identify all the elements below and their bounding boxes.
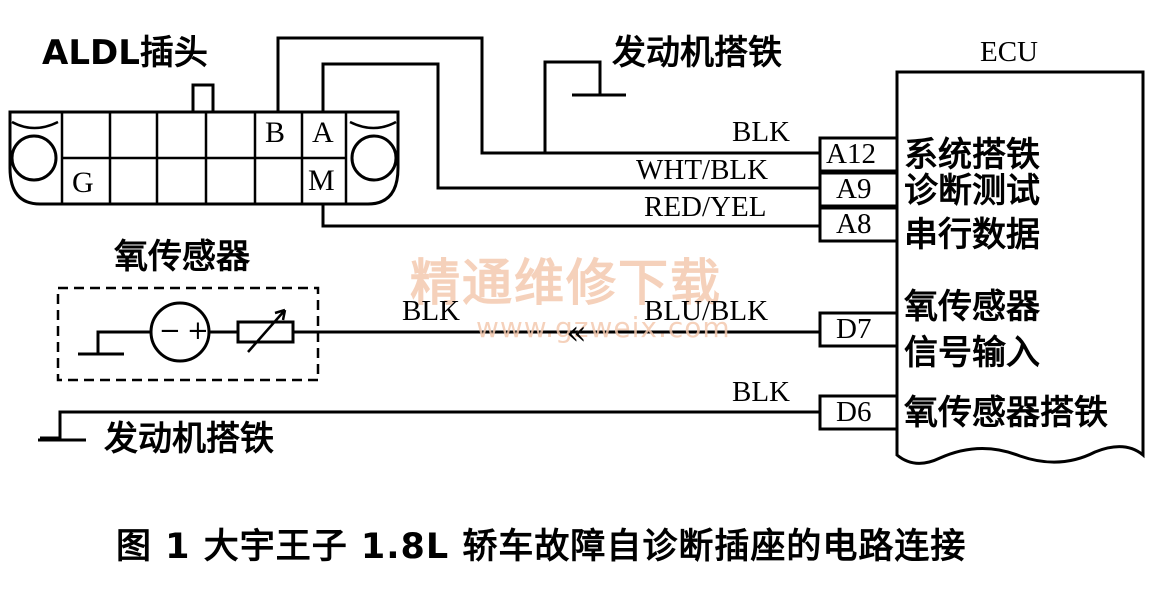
pin-box-a12 xyxy=(818,136,899,173)
sensor-minus: − xyxy=(159,316,181,346)
aldl-connector xyxy=(8,83,400,206)
pin-b-label: B xyxy=(265,116,286,149)
watermark-url: www.gzweix.com xyxy=(476,311,731,344)
pin-m-label: M xyxy=(308,164,335,197)
ecu-box xyxy=(895,70,1145,465)
pin-a9: A9 xyxy=(836,173,872,205)
wire-a8-color: RED/YEL xyxy=(644,191,767,223)
pin-box-d7 xyxy=(818,311,899,348)
func-d7-line1: 氧传感器 xyxy=(904,287,1040,327)
wire-m-to-a8 xyxy=(321,204,820,228)
func-d7-line2: 信号输入 xyxy=(904,333,1040,373)
pin-a12: A12 xyxy=(826,138,876,170)
watermark-text: 精通维修下载 xyxy=(410,254,722,312)
figure-caption: 图 1 大宇王子 1.8L 轿车故障自诊断插座的电路连接 xyxy=(116,527,967,567)
engine-ground-top-label: 发动机搭铁 xyxy=(612,33,782,73)
wire-d6-color: BLK xyxy=(732,376,790,408)
func-a9: 诊断测试 xyxy=(904,171,1040,211)
pin-d6: D6 xyxy=(836,396,872,428)
wire-o2-right-color: BLU/BLK xyxy=(644,295,769,327)
wire-b-to-a12 xyxy=(276,36,820,155)
wire-o2-left-color: BLK xyxy=(402,295,460,327)
func-a8: 串行数据 xyxy=(904,215,1040,255)
pin-a-label: A xyxy=(312,116,334,149)
connector-right-latch xyxy=(350,134,398,182)
engine-ground-top-symbol xyxy=(543,60,626,153)
pin-box-a9 xyxy=(818,171,899,208)
sensor-title: 氧传感器 xyxy=(114,237,250,277)
pin-d7: D7 xyxy=(836,313,872,345)
engine-ground-bottom-label: 发动机搭铁 xyxy=(104,419,274,459)
oxygen-sensor-box xyxy=(56,286,320,382)
wire-a12-color: BLK xyxy=(732,116,790,148)
pin-g-label: G xyxy=(72,166,94,199)
engine-ground-bottom-symbol xyxy=(38,412,86,442)
pin-a8: A8 xyxy=(836,208,872,240)
wire-a-to-a9 xyxy=(321,62,820,190)
wire-a9-color: WHT/BLK xyxy=(636,154,769,186)
connector-left-latch xyxy=(10,134,58,182)
connector-mark: « xyxy=(566,313,587,353)
pin-box-a8 xyxy=(818,206,899,243)
sensor-plus: + xyxy=(187,316,209,346)
func-a12: 系统搭铁 xyxy=(904,135,1040,175)
func-d6: 氧传感器搭铁 xyxy=(904,393,1108,433)
ecu-title: ECU xyxy=(980,36,1038,68)
connector-title: ALDL插头 xyxy=(42,33,208,73)
